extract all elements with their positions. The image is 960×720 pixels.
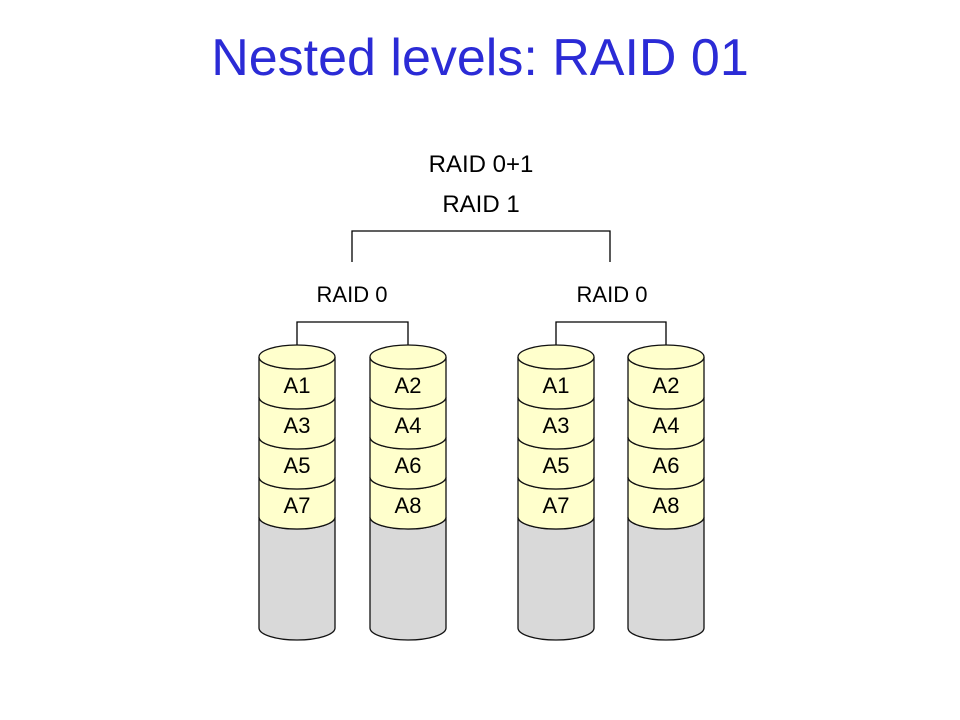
disk-2-top-cap: [369, 344, 447, 370]
right-raid0-connector: [555, 321, 667, 356]
raid1-connector: [351, 230, 611, 262]
block-label: A7: [543, 493, 570, 518]
label-raid1: RAID 1: [442, 191, 519, 218]
block-label: A8: [395, 493, 422, 518]
label-left-raid0: RAID 0: [317, 282, 388, 307]
block-label: A1: [284, 373, 311, 398]
disk-2-empty-area: [369, 516, 447, 641]
disk-4-empty-area: [627, 516, 705, 641]
disk-1-empty-area: [258, 516, 336, 641]
block-label: A7: [284, 493, 311, 518]
block-label: A3: [284, 413, 311, 438]
block-label: A2: [653, 373, 680, 398]
block-label: A2: [395, 373, 422, 398]
disk-4-top-cap: [627, 344, 705, 370]
block-label: A6: [395, 453, 422, 478]
block-label: A8: [653, 493, 680, 518]
block-label: A4: [653, 413, 680, 438]
slide-title: Nested levels: RAID 01: [211, 29, 749, 87]
disk-1-top-cap: [258, 344, 336, 370]
disk-3-empty-area: [517, 516, 595, 641]
disk-3-top-cap: [517, 344, 595, 370]
block-label: A1: [543, 373, 570, 398]
block-label: A3: [543, 413, 570, 438]
block-label: A6: [653, 453, 680, 478]
block-label: A5: [543, 453, 570, 478]
label-raid01: RAID 0+1: [429, 151, 534, 178]
label-right-raid0: RAID 0: [577, 282, 648, 307]
block-label: A4: [395, 413, 422, 438]
block-label: A5: [284, 453, 311, 478]
left-raid0-connector: [296, 321, 409, 356]
